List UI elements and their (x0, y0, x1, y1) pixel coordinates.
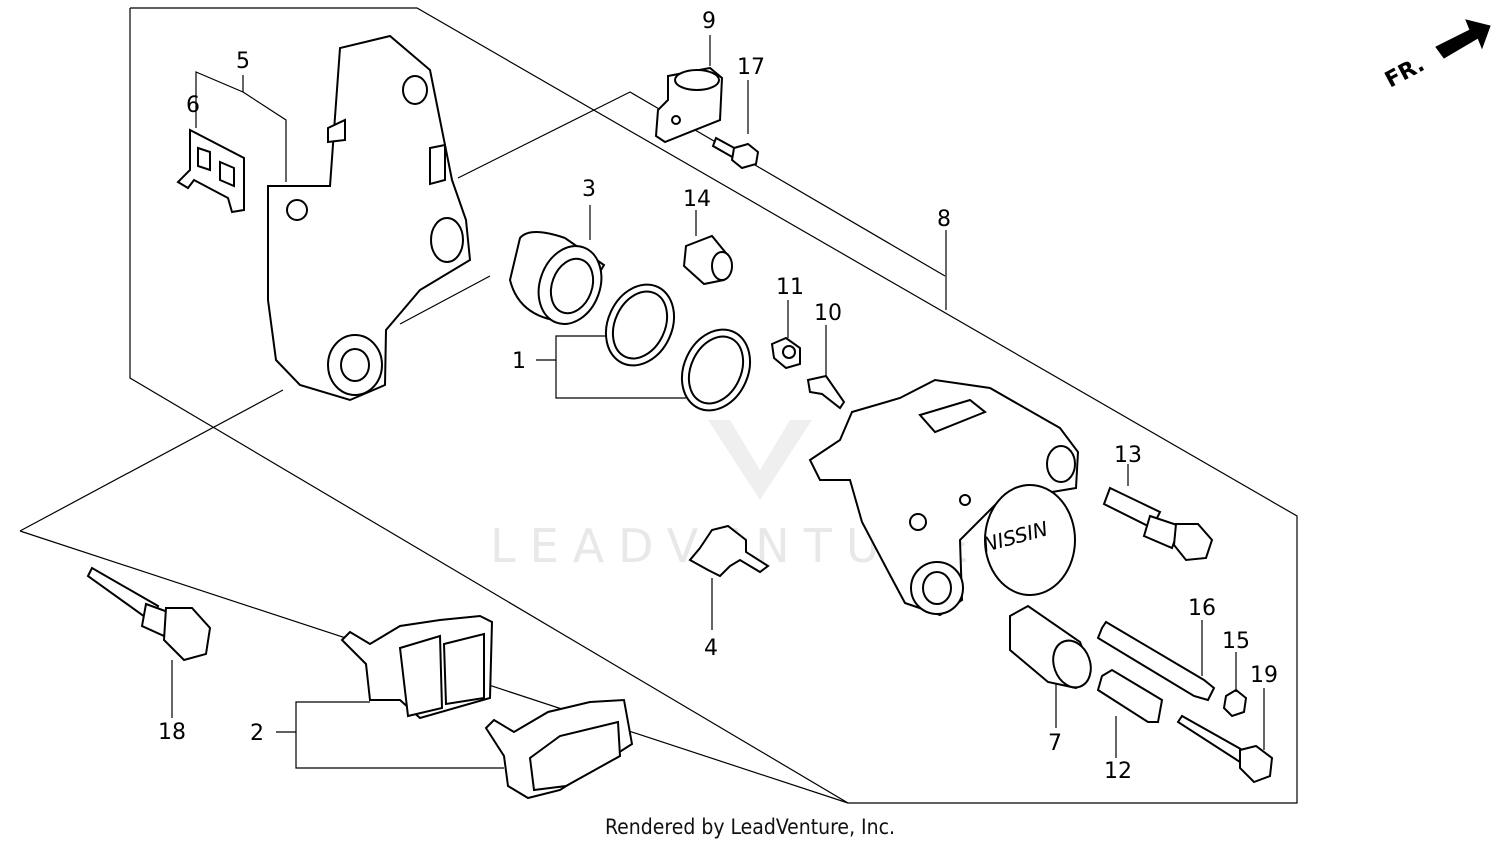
part-18-bolt[interactable] (86, 566, 212, 662)
callout-14: 14 (683, 187, 711, 212)
callout-5: 5 (236, 49, 250, 74)
callout-6: 6 (186, 93, 200, 118)
callout-16: 16 (1188, 596, 1216, 621)
part-4-pad-spring[interactable] (688, 524, 770, 578)
part-13-pin-bolt[interactable] (1102, 486, 1214, 562)
callout-4: 4 (704, 636, 718, 661)
part-2-brake-pads[interactable] (340, 614, 634, 800)
callout-13: 13 (1114, 443, 1142, 468)
callout-17: 17 (737, 55, 765, 80)
part-14-bleeder-cap[interactable] (682, 234, 733, 286)
arrow-icon (1435, 19, 1491, 59)
part-3-piston[interactable] (508, 231, 612, 333)
callout-18: 18 (158, 720, 186, 745)
part-15-nut[interactable] (1222, 688, 1248, 718)
part-6-pad-spring[interactable] (176, 128, 245, 214)
part-17-bolt[interactable] (711, 136, 760, 170)
part-5-caliper-bracket[interactable] (267, 34, 472, 402)
callout-3: 3 (582, 177, 596, 202)
part-1-piston-seals[interactable] (593, 273, 763, 421)
footer-credit: Rendered by LeadVenture, Inc. (605, 815, 895, 839)
fr-label: FR. (1381, 52, 1429, 93)
part-7-boot[interactable] (1009, 604, 1097, 693)
leader-lines (171, 35, 1265, 769)
callout-labels: 9 17 5 6 3 14 8 11 10 1 13 4 16 15 19 7 … (158, 9, 1278, 784)
part-8-caliper-body[interactable]: NISSIN (808, 378, 1080, 617)
part-16-pin[interactable] (1096, 620, 1216, 702)
caliper-frame (399, 91, 946, 325)
part-11-bleeder-screw[interactable] (770, 336, 801, 370)
callout-7: 7 (1048, 731, 1062, 756)
callout-8: 8 (937, 207, 951, 232)
callout-2: 2 (250, 721, 264, 746)
part-9-hose-clamp[interactable] (654, 66, 724, 144)
callout-9: 9 (702, 9, 716, 34)
callout-12: 12 (1104, 759, 1132, 784)
front-direction-indicator: FR. (1381, 19, 1491, 93)
callout-15: 15 (1222, 629, 1250, 654)
callout-19: 19 (1250, 663, 1278, 688)
part-12-sleeve[interactable] (1096, 668, 1164, 723)
part-19-bolt[interactable] (1176, 714, 1274, 784)
part-10-bleeder-valve[interactable] (806, 374, 846, 410)
callout-11: 11 (776, 275, 804, 300)
callout-1: 1 (512, 349, 526, 374)
callout-10: 10 (814, 301, 842, 326)
